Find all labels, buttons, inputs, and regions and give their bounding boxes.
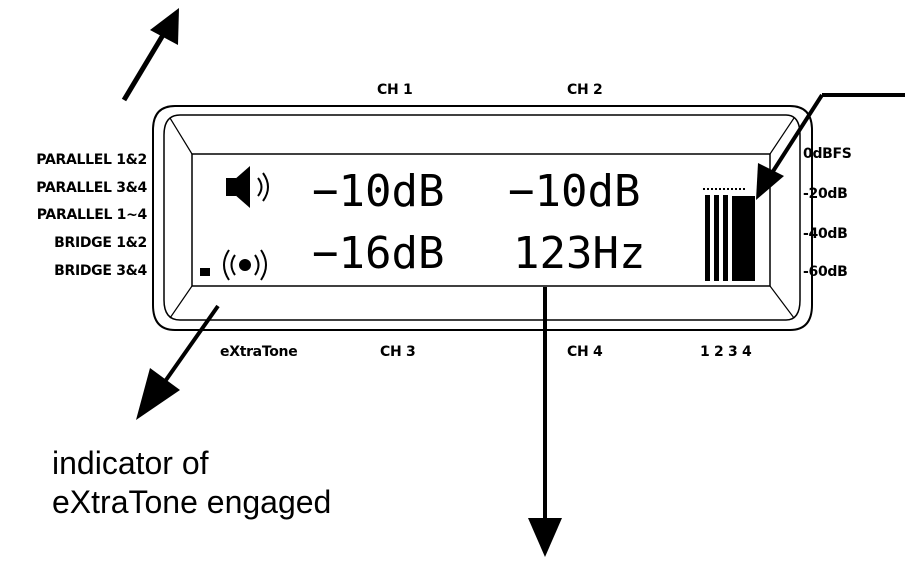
readout-ch3-level: −16dB xyxy=(312,228,445,279)
mode-label-parallel-14: PARALLEL 1~4 xyxy=(36,207,148,223)
level-meter xyxy=(703,188,755,281)
caption-line-2: eXtraTone engaged xyxy=(52,484,332,520)
mode-label-bridge-34: BRIDGE 3&4 xyxy=(54,263,147,279)
bezel-corner-line xyxy=(169,285,193,319)
arrow-right-top xyxy=(756,93,905,200)
meter-bar-4 xyxy=(732,196,755,281)
ch1-label: CH 1 xyxy=(377,82,413,98)
readout-ch2-level: −10dB xyxy=(508,166,641,217)
extratone-label: eXtraTone xyxy=(220,344,298,360)
meter-bar-3 xyxy=(723,195,728,281)
display-bezel-outer xyxy=(152,105,813,331)
ch4-label: CH 4 xyxy=(567,344,603,360)
meter-channels-label: 1 2 3 4 xyxy=(700,344,752,360)
display-bezel-inner xyxy=(163,114,801,321)
mode-label-parallel-34: PARALLEL 3&4 xyxy=(36,180,147,196)
readout-ch1-level: −10dB xyxy=(312,166,445,217)
bezel-corner-line xyxy=(769,285,795,319)
arrow-down xyxy=(528,287,562,557)
display-screen xyxy=(191,153,771,287)
ch2-label: CH 2 xyxy=(567,82,603,98)
meter-scale-60db: -60dB xyxy=(803,264,848,280)
meter-bar-2 xyxy=(714,195,719,281)
mode-label-parallel-12: PARALLEL 1&2 xyxy=(36,152,147,168)
caption-line-1: indicator of xyxy=(52,445,209,481)
mode-label-bridge-12: BRIDGE 1&2 xyxy=(54,235,147,251)
meter-scale-40db: -40dB xyxy=(803,226,848,242)
bezel-corner-line xyxy=(769,117,795,155)
bezel-corner-line xyxy=(169,117,193,155)
speaker-icon xyxy=(226,166,269,208)
meter-scale-0dbfs: 0dBFS xyxy=(803,146,852,162)
meter-bar-1 xyxy=(705,195,710,281)
readout-ch4-frequency: 123Hz xyxy=(513,228,646,279)
meter-scale-20db: -20dB xyxy=(803,186,848,202)
ch3-label: CH 3 xyxy=(380,344,416,360)
arrow-up-left xyxy=(121,8,179,102)
broadcast-icon xyxy=(200,249,267,281)
arrow-down-left xyxy=(136,304,220,420)
